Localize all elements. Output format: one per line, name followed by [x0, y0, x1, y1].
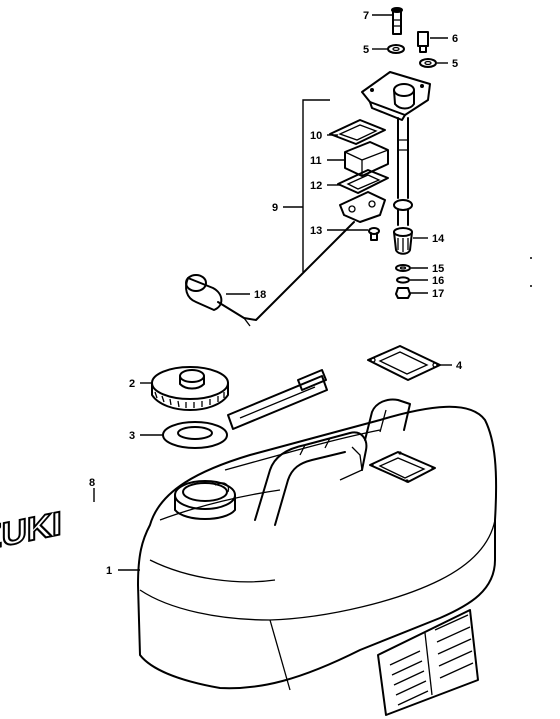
label-part-8: 8 [89, 477, 95, 489]
label-part-1: 1 [106, 565, 112, 577]
fuel-tank-drawing [137, 369, 498, 716]
label-part-4: 4 [456, 360, 463, 372]
label-part-14: 14 [432, 233, 445, 245]
label-part-17: 17 [432, 288, 444, 300]
label-part-5: 5 [363, 44, 369, 56]
bracket-drawing [339, 191, 386, 223]
nut-drawing [395, 287, 411, 299]
suzuki-emblem-drawing: SUZUKI [0, 504, 63, 569]
leader-lines [93, 14, 452, 571]
label-part-6: 6 [452, 33, 458, 45]
label-part-16: 16 [432, 275, 444, 287]
gauge-head-drawing [361, 71, 431, 226]
filter-drawing [393, 227, 413, 255]
float-drawing [185, 221, 355, 327]
label-part-15: 15 [432, 263, 444, 275]
part-number-labels: 7 5 6 5 10 11 12 9 13 14 15 16 17 18 4 2… [89, 10, 463, 577]
cap-gasket-drawing [162, 421, 228, 449]
washer-drawing [387, 44, 405, 54]
label-part-13: 13 [310, 225, 322, 237]
bolt-drawing [391, 7, 403, 35]
washer-drawing [395, 264, 411, 272]
label-part-12: 12 [310, 180, 322, 192]
label-part-11: 11 [310, 155, 322, 167]
stray-mark [530, 257, 532, 259]
stray-mark [530, 285, 532, 287]
gasket-drawing [337, 169, 389, 194]
assembly-bracket-line [302, 99, 330, 272]
label-part-3: 3 [129, 430, 135, 442]
washer-drawing [396, 276, 410, 284]
fuel-cap-drawing [151, 366, 229, 411]
label-part-2: 2 [129, 378, 135, 390]
screw-drawing [417, 31, 429, 53]
label-part-18: 18 [254, 289, 266, 301]
gasket-drawing [329, 119, 386, 145]
label-part-9: 9 [272, 202, 278, 214]
label-part-5: 5 [452, 58, 458, 70]
screw-drawing [368, 227, 380, 241]
emblem-lettering: SUZUKI [0, 505, 62, 568]
label-part-7: 7 [363, 10, 369, 22]
label-part-10: 10 [310, 130, 322, 142]
gauge-gasket-drawing [367, 345, 441, 381]
washer-drawing [419, 58, 437, 68]
